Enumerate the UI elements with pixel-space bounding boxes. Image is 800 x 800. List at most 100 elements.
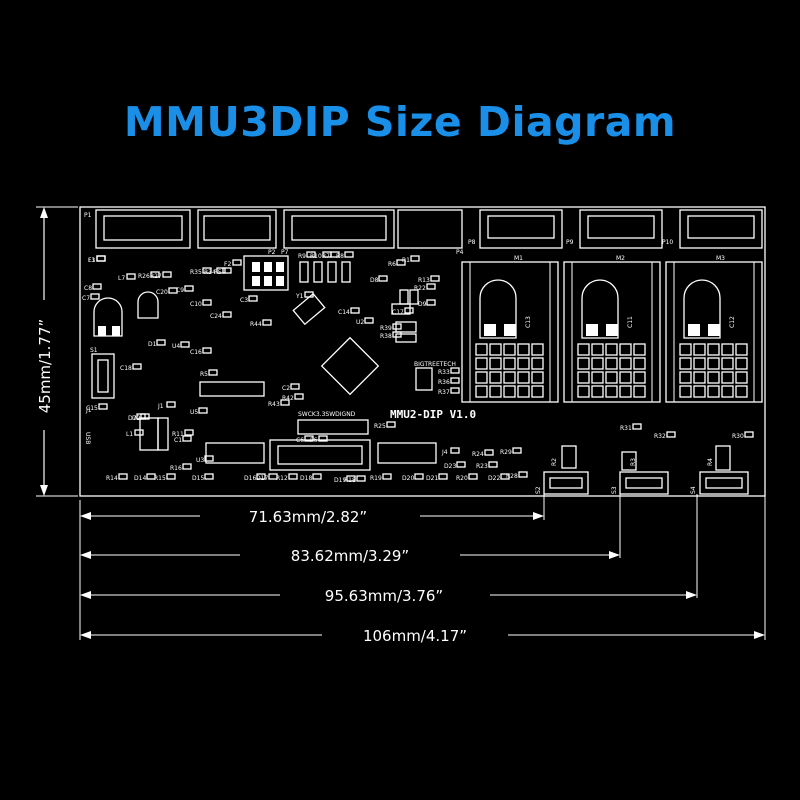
- component-label: R12: [276, 475, 288, 482]
- component-label: C2: [282, 385, 290, 392]
- component-pad: [426, 283, 436, 290]
- component-pad: [222, 311, 232, 318]
- left-area: S1 J1 USB: [84, 291, 169, 451]
- component-label: R43: [268, 401, 280, 408]
- component-label: R35: [190, 269, 202, 276]
- driver-pad: [619, 357, 632, 370]
- driver-pad: [707, 371, 720, 384]
- component-label: R33: [438, 369, 450, 376]
- component-label: L7: [118, 275, 125, 282]
- component-label: R16: [170, 465, 182, 472]
- label-r3: R3: [630, 458, 637, 466]
- component-pad: [98, 403, 108, 410]
- component-pad: [180, 341, 190, 348]
- driver-pad: [591, 343, 604, 356]
- component-pad: [232, 259, 242, 266]
- component-pad: [132, 363, 142, 370]
- component-label: D21: [426, 475, 438, 482]
- component-pad: [500, 473, 510, 480]
- component-label: R37: [438, 389, 450, 396]
- driver-pad: [503, 343, 516, 356]
- label-p1: P1: [84, 212, 92, 219]
- brand-label: BIGTREETECH: [414, 361, 456, 368]
- component-label: F2: [224, 261, 231, 268]
- driver-pad: [693, 385, 706, 398]
- component-pad: [488, 461, 498, 468]
- component-label: R26: [138, 273, 150, 280]
- component-label: C6: [296, 437, 304, 444]
- page-title: MMU3DIP Size Diagram: [123, 98, 677, 146]
- width-dimensions: 71.63mm/2.82” 83.62mm/3.29” 95.63mm/3.76…: [79, 494, 766, 645]
- driver-pad: [503, 357, 516, 370]
- component-label: C20: [156, 289, 168, 296]
- component-label: R14: [106, 475, 118, 482]
- component-pad: [118, 473, 128, 480]
- driver-pad: [707, 385, 720, 398]
- component-label: C24: [210, 313, 222, 320]
- driver-pad: [679, 385, 692, 398]
- driver-pad: [605, 357, 618, 370]
- driver-pad: [721, 343, 734, 356]
- label-c11: C11: [627, 316, 634, 328]
- label-s4: S4: [690, 486, 697, 494]
- driver-pad: [475, 385, 488, 398]
- component-pad: [150, 271, 160, 278]
- component-pad: [156, 339, 166, 346]
- label-r4: R4: [707, 458, 714, 466]
- driver-pad: [577, 385, 590, 398]
- driver-pad: [693, 343, 706, 356]
- driver-pad: [517, 343, 530, 356]
- label-m1: M1: [514, 255, 523, 262]
- component-label: D23: [444, 463, 456, 470]
- component-pad: [386, 421, 396, 428]
- label-p7: P7: [281, 249, 289, 256]
- driver-pad: [619, 343, 632, 356]
- component-pad: [350, 307, 360, 314]
- component-pad: [306, 251, 316, 258]
- component-pad: [208, 369, 218, 376]
- component-pad: [290, 383, 300, 390]
- usb-label: USB: [84, 432, 91, 444]
- component-label: Y1: [295, 293, 304, 300]
- component-label: D14: [134, 475, 146, 482]
- component-pad: [346, 475, 356, 482]
- label-p8: P8: [468, 239, 476, 246]
- component-label: U2: [356, 319, 364, 326]
- component-pad: [392, 323, 402, 330]
- driver-pad: [721, 371, 734, 384]
- component-pad: [512, 447, 522, 454]
- component-pad: [126, 273, 136, 280]
- component-pad: [744, 431, 754, 438]
- component-label: P5: [214, 269, 222, 276]
- dim-label-3: 95.63mm/3.76”: [325, 587, 443, 605]
- component-pad: [456, 461, 466, 468]
- pots-switches: R2 R3 R4 S2 S3 S4: [535, 445, 749, 495]
- driver-pad: [489, 343, 502, 356]
- component-label: U4: [172, 343, 180, 350]
- component-label: R19: [370, 475, 382, 482]
- component-pad: [204, 455, 214, 462]
- driver-pad: [633, 385, 646, 398]
- driver-pad: [577, 343, 590, 356]
- component-label: C3: [240, 297, 248, 304]
- driver-pad: [577, 357, 590, 370]
- component-label: R8: [336, 253, 344, 260]
- label-s3: S3: [611, 486, 618, 494]
- component-label: C17: [392, 309, 404, 316]
- component-label: R44: [250, 321, 262, 328]
- component-pad: [356, 475, 366, 482]
- component-label: R20: [456, 475, 468, 482]
- component-label: L1: [126, 431, 133, 438]
- component-label: R5: [200, 371, 208, 378]
- driver-pad: [475, 371, 488, 384]
- driver-pad: [517, 385, 530, 398]
- driver-pad: [475, 343, 488, 356]
- component-pad: [450, 377, 460, 384]
- driver-pad: [693, 371, 706, 384]
- component-pad: [182, 435, 192, 442]
- label-p2: P2: [268, 249, 276, 256]
- driver-pad: [577, 371, 590, 384]
- component-label: R32: [654, 433, 666, 440]
- label-j1: J1: [85, 407, 92, 414]
